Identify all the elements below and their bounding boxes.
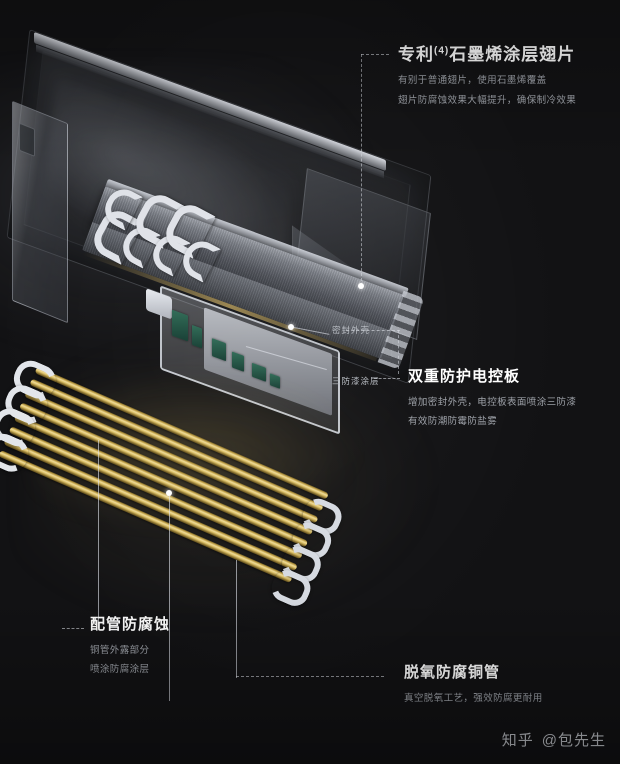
leader-line-control-board-horizontal (346, 330, 400, 331)
annotation-graphene-fin: 专利(4)石墨烯涂层翅片 有别于普通翅片，使用石墨烯覆盖 翅片防腐蚀效果大幅提升… (398, 44, 576, 109)
watermark: 知乎 @包先生 (502, 729, 606, 750)
callout-tri-proof-coating: 三防漆涂层 (332, 375, 380, 387)
annotation-control-board: 双重防护电控板 增加密封外壳，电控板表面喷涂三防漆 有效防潮防霉防盐雾 (408, 368, 576, 431)
annotation-desc-line1: 增加密封外壳，电控板表面喷涂三防漆 (408, 394, 576, 412)
annotation-title-pipe-anticorrosion: 配管防腐蚀 (90, 616, 170, 635)
annotation-title-superscript: (4) (434, 45, 449, 56)
leader-line-deoxidized-pipe (98, 440, 99, 628)
leader-dot-pipe-anticorrosion (166, 490, 172, 496)
annotation-desc-line1: 铜管外露部分 (90, 642, 170, 660)
annotation-pipe-anticorrosion: 配管防腐蚀 铜管外露部分 喷涂防腐涂层 (90, 616, 170, 679)
leader-line-control-board-vertical (398, 330, 399, 374)
annotation-desc-line1: 有别于普通翅片，使用石墨烯覆盖 (398, 72, 576, 90)
leader-line-graphene-fin-vertical (361, 54, 362, 286)
annotation-desc-line1: 真空脱氧工艺，强效防腐更耐用 (404, 690, 543, 708)
annotation-title-rest: 石墨烯涂层翅片 (449, 45, 575, 64)
leader-line-deoxidized-pipe-horizontal (236, 676, 384, 677)
annotation-title-deoxidized-copper-pipe: 脱氧防腐铜管 (404, 664, 543, 683)
annotation-deoxidized-copper-pipe: 脱氧防腐铜管 真空脱氧工艺，强效防腐更耐用 (404, 664, 543, 707)
watermark-platform: 知乎 (502, 732, 534, 749)
leader-line-pipe-anticorrosion (169, 496, 170, 701)
annotation-desc-line2: 有效防潮防霉防盐雾 (408, 413, 576, 431)
annotation-desc-line2: 翅片防腐蚀效果大幅提升，确保制冷效果 (398, 92, 576, 110)
leader-line-pipe-anticorrosion-tail (62, 628, 84, 629)
leader-line-control-board-tail (374, 378, 400, 379)
annotation-desc-line2: 喷涂防腐涂层 (90, 661, 170, 679)
outdoor-unit-cutaway-illustration (0, 28, 470, 435)
leader-line-deoxidized-pipe-vertical (236, 560, 237, 678)
annotation-title-main: 专利 (398, 45, 434, 64)
watermark-author: @包先生 (542, 732, 606, 749)
leader-dot-graphene-fin (358, 283, 364, 289)
annotation-title-control-board: 双重防护电控板 (408, 368, 576, 387)
leader-line-graphene-fin (361, 54, 389, 55)
copper-pipe-coil-illustration (0, 352, 384, 611)
annotation-title-graphene-fin: 专利(4)石墨烯涂层翅片 (398, 44, 576, 65)
leader-dot-sealed-shell (288, 324, 294, 330)
